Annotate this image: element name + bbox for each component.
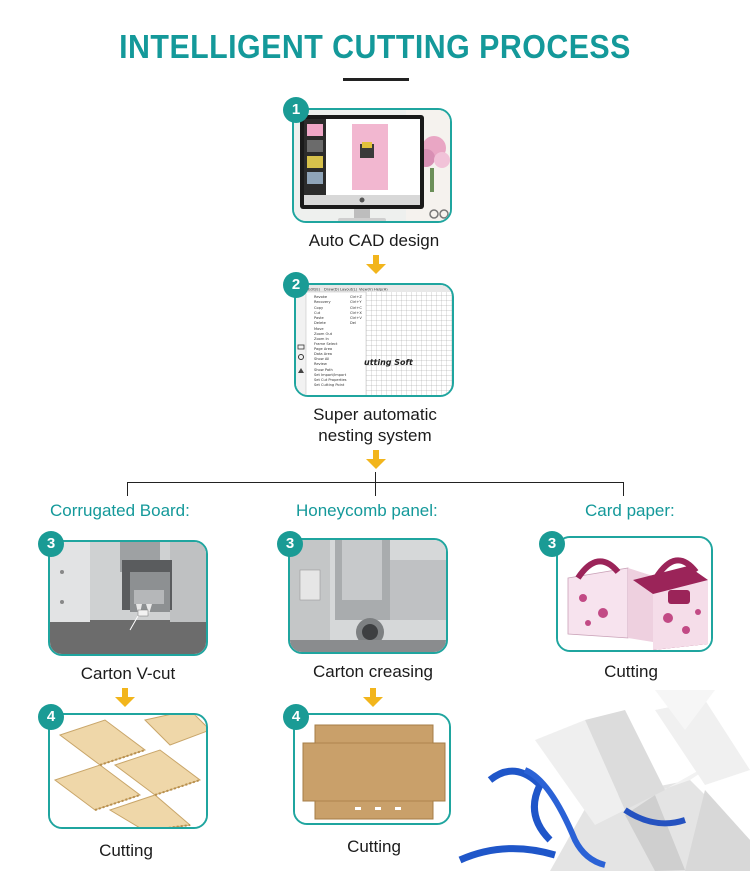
v-cut-machine-image [50,542,206,654]
step-badge-4: 4 [283,704,309,730]
shortcut: Ctrl+X [350,311,362,315]
menu-item: Page Area [314,347,332,351]
menu-item: Zoom Out [314,332,333,336]
step-badge-4: 4 [38,704,64,730]
step-badge-3: 3 [38,531,64,557]
step-card-corrugated-result [48,713,208,829]
menu-item: Recovery [314,300,332,304]
nesting-software-image: Revoke Recovery Copy Cut Paste Delete Mo… [296,285,452,395]
title-underline [343,78,409,81]
step-badge-3: 3 [277,531,303,557]
menu-item: Zoom In [314,337,329,341]
step-card-v-cut [48,540,208,656]
down-arrow-icon [115,688,135,707]
page-title: INTELLIGENT CUTTING PROCESS [119,28,631,65]
menubar-item: Layout(L) [340,288,358,292]
menu-item: Set Cut Properties [314,378,347,382]
step-card-honeycomb-result [293,713,451,825]
step3-caption-creasing: Carton creasing [312,662,433,681]
shortcut: Del [350,321,356,325]
step4-caption-honeycomb: Cutting [347,837,401,856]
step-card-card-paper [556,536,713,652]
menubar-item: Help(H) [374,288,388,292]
category-honeycomb-panel: Honeycomb panel: [296,501,438,520]
menubar-item: Edit(E) [308,288,321,292]
step2-caption-line2: nesting system [318,426,432,445]
menu-item: Copy [314,306,324,310]
imac-cad-image [294,110,450,221]
gift-box-decoration [458,690,750,871]
down-arrow-icon [366,255,386,274]
step3-caption-v-cut: Carton V-cut [80,664,176,683]
shortcut: Ctrl+V [350,316,362,320]
down-arrow-icon [366,450,386,469]
software-watermark: utting Soft [364,358,414,367]
down-arrow-icon [363,688,383,707]
menu-item: Cut [314,311,321,315]
menu-item: Review [314,362,327,366]
step-card-cad [292,108,452,223]
step2-caption-line1: Super automatic [313,405,437,424]
creasing-machine-image [290,540,446,652]
step1-caption: Auto CAD design [308,231,440,250]
menu-item: Data Area [314,352,332,356]
shortcut: Ctrl+C [350,306,362,310]
menu-item: Set Import/Import [314,373,347,377]
step2-caption: Super automatic nesting system [290,404,460,446]
step-badge-1: 1 [283,97,309,123]
menubar-item: Draw(D) [324,288,340,292]
shortcut: Ctrl+Z [350,295,362,299]
menubar-item: View(V) [359,288,373,292]
tree-connector-stem [375,472,376,482]
tree-connector-middle [375,482,376,496]
menu-item: Set Cutting Point [314,383,345,387]
step4-caption-corrugated: Cutting [99,841,153,860]
cake-box-image [558,538,711,650]
flat-carton-image [295,715,449,823]
category-card-paper: Card paper: [585,501,675,520]
step3-caption-card-paper: Cutting [604,662,658,681]
menu-item: Delete [314,321,327,325]
menu-item: Revoke [314,295,328,299]
category-corrugated-board: Corrugated Board: [50,501,190,520]
honeycomb-board-image [50,715,206,827]
menu-item: Paste [314,316,324,320]
menu-item: Show All [314,357,329,361]
tree-connector-right [623,482,624,496]
shortcut: Ctrl+Y [350,300,362,304]
menu-item: Show Path [314,368,333,372]
tree-connector-left [127,482,128,496]
step-card-nesting: Revoke Recovery Copy Cut Paste Delete Mo… [294,283,454,397]
step-card-creasing [288,538,448,654]
menu-item: Frame Select [314,342,338,346]
step-badge-2: 2 [283,272,309,298]
step-badge-3: 3 [539,531,565,557]
menu-item: Move [314,327,324,331]
